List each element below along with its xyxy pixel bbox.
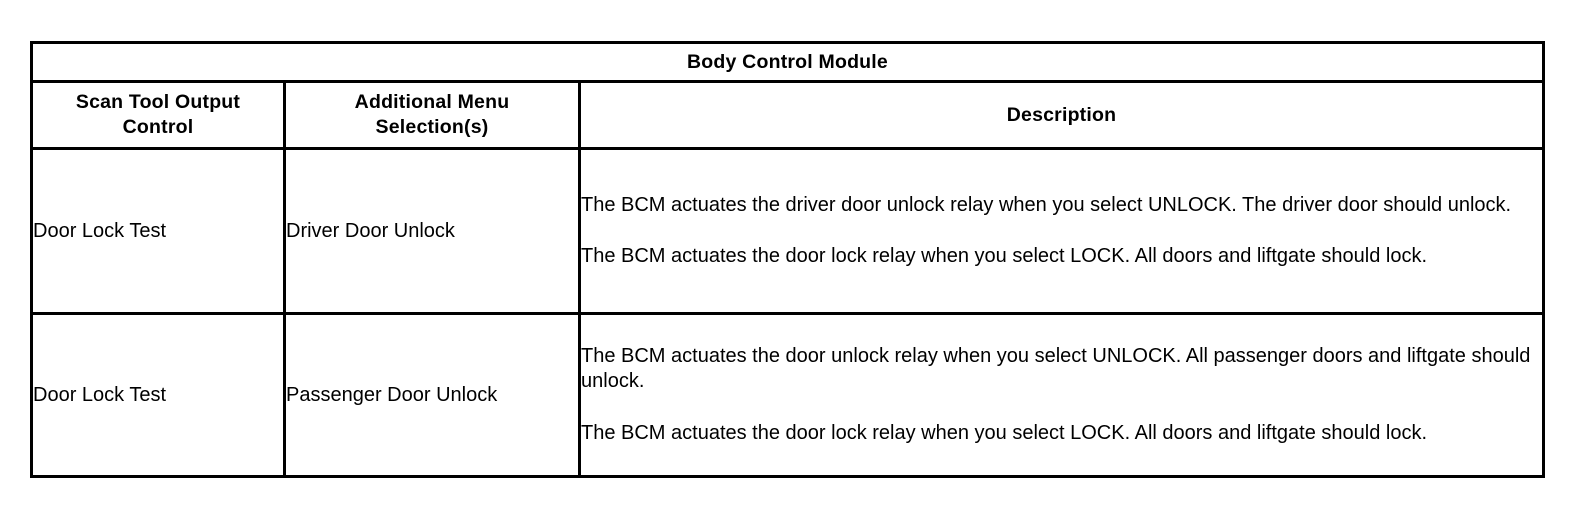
table-row: Door Lock Test Passenger Door Unlock The… [30, 312, 1545, 478]
row-2-description-paragraph-2: The BCM actuates the door lock relay whe… [581, 421, 1427, 444]
row-2-description-paragraph-1: The BCM actuates the door unlock relay w… [581, 345, 1531, 393]
column-header-additional-menu-selection: Additional Menu Selection(s) [283, 80, 581, 150]
table-title: Body Control Module [30, 41, 1545, 83]
table-header-row: Scan Tool Output Control Additional Menu… [30, 80, 1545, 150]
body-control-module-table-wrapper: Body Control Module Scan Tool Output Con… [30, 41, 1545, 478]
column-header-scan-tool-output-control: Scan Tool Output Control [30, 80, 286, 150]
row-2-scan-tool-output-control: Door Lock Test [30, 312, 286, 478]
row-1-scan-tool-output-control: Door Lock Test [30, 147, 286, 315]
column-header-scan-tool-output-control-line1: Scan Tool Output [75, 91, 241, 114]
row-1-description-paragraph-2: The BCM actuates the door lock relay whe… [581, 245, 1427, 267]
table-row: Door Lock Test Driver Door Unlock The BC… [30, 147, 1545, 315]
row-1-description-paragraph-1: The BCM actuates the driver door unlock … [581, 193, 1512, 216]
body-control-module-table: Body Control Module Scan Tool Output Con… [30, 41, 1545, 478]
row-2-description: The BCM actuates the door unlock relay w… [578, 312, 1545, 478]
column-header-description: Description [578, 80, 1545, 150]
row-1-description: The BCM actuates the driver door unlock … [578, 147, 1545, 315]
column-header-additional-menu-selection-line2: Selection(s) [375, 116, 489, 138]
row-1-additional-menu-selection: Driver Door Unlock [283, 147, 581, 315]
column-header-additional-menu-selection-line1: Additional Menu [354, 91, 510, 114]
column-header-scan-tool-output-control-line2: Control [122, 116, 194, 138]
table-title-row: Body Control Module [30, 41, 1545, 83]
row-2-additional-menu-selection: Passenger Door Unlock [283, 312, 581, 478]
